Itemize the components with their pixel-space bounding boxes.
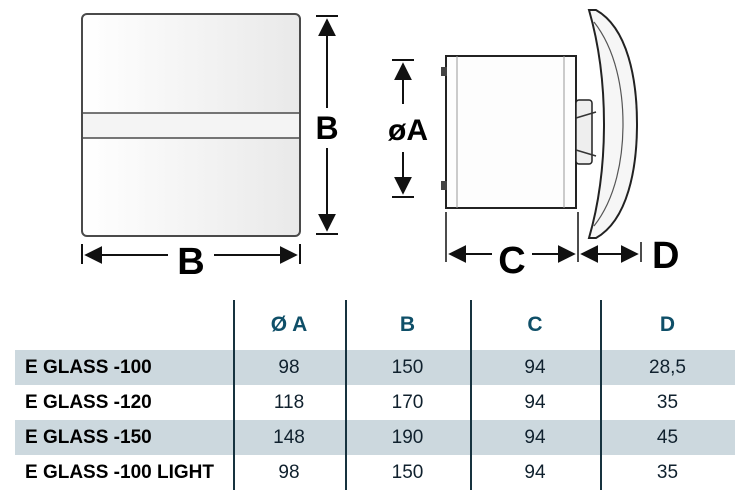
table-cell: 35 [656, 461, 679, 483]
dim-diameter-a [392, 59, 414, 198]
fan-dimension-diagram: B B øA [81, 9, 679, 283]
header-cell-c: C [527, 313, 543, 336]
front-face-band [83, 113, 299, 138]
dim-depth-c [445, 212, 579, 263]
dim-label-depth-c: C [498, 240, 525, 282]
mount-clip-top [441, 67, 447, 76]
table-cell: 35 [656, 391, 679, 413]
row-label: E GLASS -100 [25, 356, 152, 378]
row-label: E GLASS -100 LIGHT [25, 461, 214, 483]
dim-label-height-b: B [315, 110, 338, 146]
dim-label-flange-d: D [652, 235, 679, 277]
side-view [441, 9, 639, 239]
dim-width-b [81, 244, 301, 264]
dimension-table: Ø A B C D E GLASS -100 98 150 94 28,5 E … [15, 300, 735, 490]
table-cell: 150 [391, 461, 424, 483]
front-view [81, 13, 301, 237]
table-cell: 94 [524, 461, 546, 483]
column-divider [470, 300, 472, 490]
table-row: E GLASS -120 118 170 94 35 [15, 385, 735, 420]
table-cell: 148 [273, 426, 305, 448]
header-cell-b: B [399, 313, 416, 336]
dim-height-b [316, 15, 338, 235]
table-cell: 150 [391, 356, 424, 378]
table-row: E GLASS -100 98 150 94 28,5 [15, 350, 735, 385]
row-label: E GLASS -150 [25, 426, 152, 448]
table-cell: 98 [278, 461, 300, 483]
table-cell: 170 [391, 391, 424, 413]
dimension-drawing-svg: B B øA [81, 9, 679, 283]
table-cell: 98 [278, 356, 300, 378]
glass-front-panel [587, 9, 639, 239]
mount-clip-bottom [441, 181, 447, 190]
dim-flange-d [580, 242, 642, 263]
table-row: E GLASS -150 148 190 94 45 [15, 420, 735, 455]
table-cell: 94 [524, 391, 546, 413]
table-cell: 94 [524, 426, 546, 448]
dim-label-diameter-a: øA [388, 114, 428, 147]
column-divider [233, 300, 235, 490]
duct-body [445, 55, 577, 209]
table-cell: 94 [524, 356, 546, 378]
table-cell: 28,5 [649, 356, 686, 378]
table-cell: 190 [391, 426, 424, 448]
header-cell-diameter-a: Ø A [270, 313, 308, 336]
motor-hub [575, 99, 593, 165]
column-divider [345, 300, 347, 490]
table-header-row: Ø A B C D [15, 300, 735, 350]
row-label: E GLASS -120 [25, 391, 152, 413]
column-divider [600, 300, 602, 490]
header-cell-d: D [659, 313, 676, 336]
table-cell: 118 [273, 391, 305, 413]
dim-label-width-b: B [177, 241, 204, 283]
table-cell: 45 [656, 426, 679, 448]
table-row: E GLASS -100 LIGHT 98 150 94 35 [15, 455, 735, 490]
